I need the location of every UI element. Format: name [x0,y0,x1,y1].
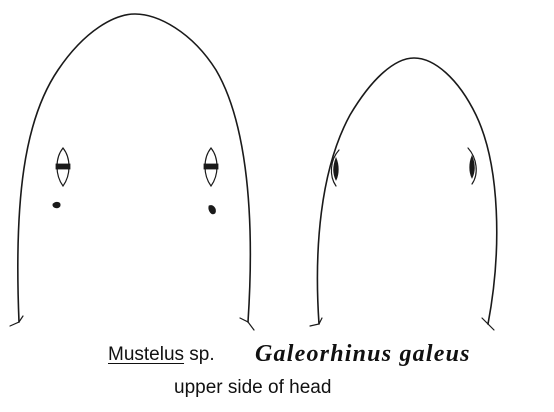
mustelus-right-corner-mark [240,318,254,330]
mustelus-left-corner-mark [10,316,23,326]
mustelus-left-spiracle [53,202,60,207]
galeorhinus-head-outline [317,58,496,324]
galeorhinus-right-eye [468,148,476,184]
galeorhinus-left-corner-mark [310,318,322,326]
galeorhinus-label: Galeorhinus galeus [255,341,471,368]
mustelus-left-eye [56,148,70,186]
mustelus-right-spiracle [209,205,216,213]
mustelus-head [10,14,254,330]
galeorhinus-head [310,58,497,330]
mustelus-right-eye [204,148,218,186]
mustelus-label: Mustelus sp. [108,344,215,366]
figure-caption: upper side of head [174,377,331,399]
mustelus-genus: Mustelus [108,344,184,365]
mustelus-suffix: sp. [184,344,215,365]
